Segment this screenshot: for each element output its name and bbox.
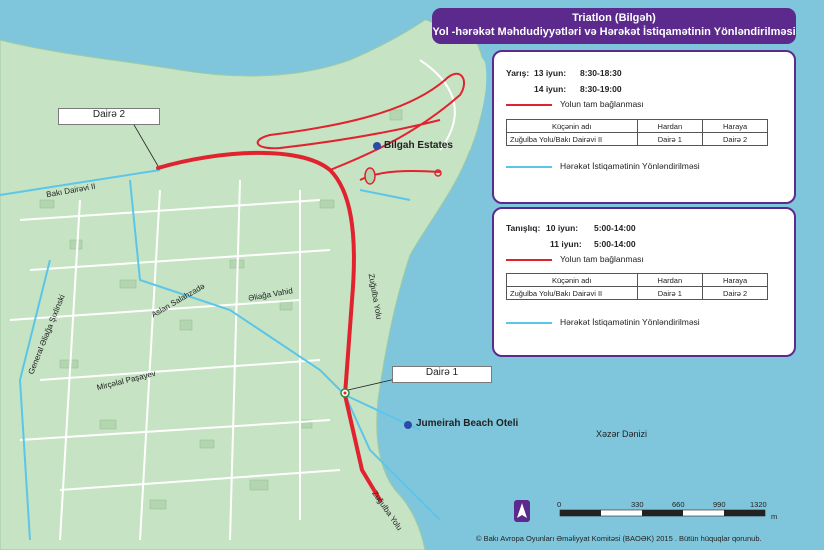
north-arrow-icon [514,500,530,522]
roundabout-north [364,167,376,185]
table-header: Küçənin adı [506,273,638,287]
table-row: Zuğulba Yolu/Bakı Dairəvi II Dairə 1 Dai… [506,132,768,146]
peninsula [425,20,487,150]
race-label: Yarış: [506,68,530,78]
race-diversion-swatch [506,166,552,168]
race-closure-swatch [506,104,552,106]
loop-end [434,169,442,177]
bilgah-label: Bilgah Estates [384,140,453,151]
copyright-footer: © Bakı Avropa Oyunları Əməliyyat Komitəs… [476,534,762,543]
familiar-date-1: 10 iyun: [546,223,579,233]
local-streets [9,59,456,541]
familiar-label: Tanışlıq: [506,223,541,233]
table-cell: Dairə 2 [702,286,768,300]
scale-bar [559,509,766,517]
scale-tick: 660 [672,500,685,509]
familiar-schedule-panel: Tanışlıq: 10 iyun: 5:00-14:00 11 iyun: 5… [492,207,796,357]
table-cell: Zuğulba Yolu/Bakı Dairəvi II [506,286,638,300]
scale-tick: 0 [557,500,562,509]
leader-circle1 [347,377,401,391]
leader-circle2 [129,117,159,167]
table-header: Haraya [702,273,768,287]
familiar-time-2: 5:00-14:00 [594,239,636,249]
race-time-2: 8:30-19:00 [580,84,622,94]
race-date-2: 14 iyun: [534,84,567,94]
table-cell: Dairə 1 [636,286,704,300]
map-title: Triatlon (Bilgəh) Yol -hərəkət Məhdudiyy… [432,8,796,44]
race-time-1: 8:30-18:30 [580,68,622,78]
table-cell: Dairə 2 [702,132,768,146]
race-street-table: Küçənin adı Hardan Haraya Zuğulba Yolu/B… [506,119,768,146]
bilgah-marker [373,142,381,150]
jumeirah-label: Jumeirah Beach Oteli [416,418,519,429]
title-line2: Yol -hərəkət Məhdudiyyətləri və Hərəkət … [432,26,796,38]
circle1-label: Dairə 1 [392,366,492,383]
title-line1: Triatlon (Bilgəh) [572,12,656,24]
circle1-center [343,391,347,395]
scale-tick: 330 [631,500,644,509]
scale-unit: m [771,512,778,521]
familiar-diversion-label: Hərəkət İstiqamətinin Yönləndirilməsi [560,317,700,327]
table-header: Hardan [636,119,704,133]
familiar-diversion-swatch [506,322,552,324]
familiar-closure-label: Yolun tam bağlanması [560,254,644,264]
buildings [39,109,403,510]
table-header-row: Küçənin adı Hardan Haraya [506,119,768,133]
familiar-closure-swatch [506,259,552,261]
land-area [0,19,485,550]
scale-tick: 990 [713,500,726,509]
race-schedule-panel: Yarış: 13 iyun: 8:30-18:30 14 iyun: 8:30… [492,50,796,204]
scale-tick: 1320 [750,500,767,509]
familiar-street-table: Küçənin adı Hardan Haraya Zuğulba Yolu/B… [506,273,768,300]
sea-label: Xəzər Dənizi [596,429,648,439]
table-header: Haraya [702,119,768,133]
table-row: Zuğulba Yolu/Bakı Dairəvi II Dairə 1 Dai… [506,286,768,300]
table-header: Hardan [636,273,704,287]
race-closure-label: Yolun tam bağlanması [560,99,644,109]
race-date-1: 13 iyun: [534,68,567,78]
circle2-label: Dairə 2 [58,108,160,125]
table-cell: Dairə 1 [636,132,704,146]
table-cell: Zuğulba Yolu/Bakı Dairəvi II [506,132,638,146]
table-header-row: Küçənin adı Hardan Haraya [506,273,768,287]
jumeirah-marker [404,421,412,429]
table-header: Küçənin adı [506,119,638,133]
race-diversion-label: Hərəkət İstiqamətinin Yönləndirilməsi [560,161,700,171]
familiar-date-2: 11 iyun: [550,239,582,249]
familiar-time-1: 5:00-14:00 [594,223,636,233]
